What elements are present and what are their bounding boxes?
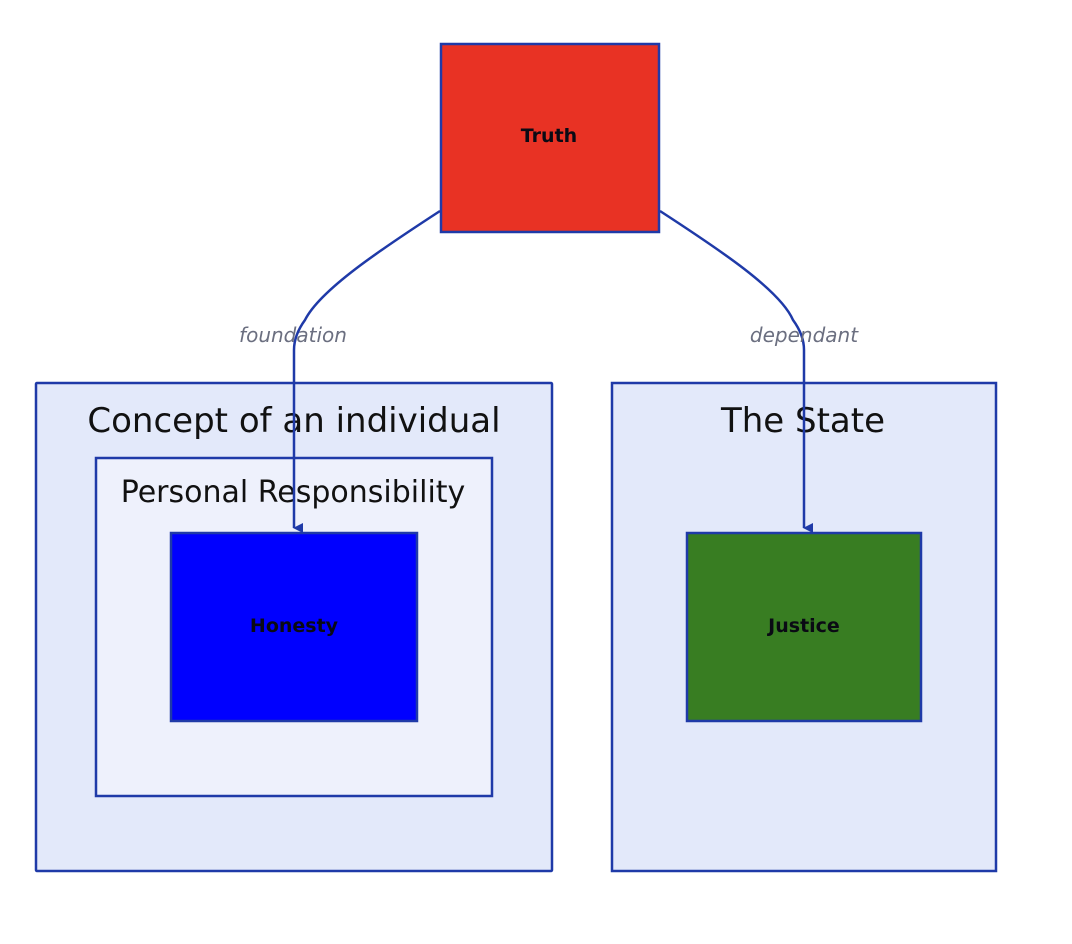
edge-truth-to-honesty[interactable]	[292, 209, 441, 533]
node-honesty[interactable]: Honesty	[169, 531, 419, 723]
node-honesty-box	[169, 531, 419, 723]
container-state-title: The State	[720, 401, 885, 441]
node-truth-label: Truth	[521, 125, 577, 147]
node-justice-label: Justice	[766, 615, 840, 637]
node-justice-box	[685, 531, 923, 723]
edge-truth-to-justice[interactable]	[659, 209, 813, 533]
edge-label-dependant: dependant	[750, 323, 859, 347]
node-justice[interactable]: Justice	[685, 531, 923, 723]
edge-truth-to-honesty-line	[292, 209, 441, 533]
edge-truth-to-justice-line	[659, 209, 813, 533]
subcontainer-personal-responsibility[interactable]: Personal Responsibility Honesty	[94, 456, 494, 798]
edge-label-foundation: foundation	[239, 323, 347, 347]
node-truth-box	[439, 42, 661, 234]
node-honesty-label: Honesty	[250, 615, 339, 637]
node-truth[interactable]: Truth	[439, 42, 661, 234]
container-concept-of-an-individual[interactable]: Concept of an individual Personal Respon…	[34, 381, 554, 873]
